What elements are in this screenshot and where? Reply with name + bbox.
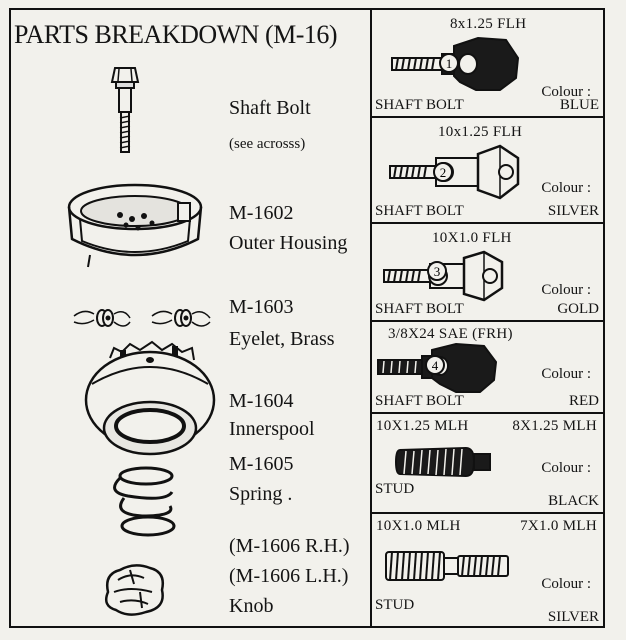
number-badge-3: 3 (427, 261, 447, 281)
variant-4-colour: RED (569, 393, 599, 409)
variant-3-type: SHAFT BOLT (375, 301, 464, 317)
variant-cell-6: 10X1.0 MLH 7X1.0 MLH Colour : STUD SILVE… (372, 514, 605, 628)
number-badge-1: 1 (439, 53, 459, 73)
svg-text:3: 3 (434, 264, 441, 279)
variant-6-spec-2: 7X1.0 MLH (520, 518, 597, 534)
page-title: PARTS BREAKDOWN (M-16) (14, 20, 338, 49)
variant-2-colour: SILVER (547, 203, 599, 219)
variant-3-colour: GOLD (557, 301, 599, 317)
knob-code-rh: (M-1606 R.H.) (229, 535, 350, 557)
variant-4-spec: 3/8X24 SAE (FRH) (388, 326, 513, 342)
shaft-bolt-1-icon (391, 36, 520, 91)
shaft-bolt-2-icon (389, 144, 520, 200)
eyelet-code: M-1603 (229, 296, 294, 318)
variant-cell-3: 10X1.0 FLH Colour : SHAFT BOLT GOLD (372, 224, 605, 322)
svg-text:4: 4 (432, 358, 439, 373)
knob-name: Knob (229, 595, 274, 617)
svg-text:2: 2 (440, 165, 447, 180)
variant-5-colour: BLACK (548, 493, 599, 509)
spring-illustration (113, 466, 176, 537)
variant-cell-1: 8x1.25 FLH Colour : SHAFT BOLT BLUE (372, 8, 605, 118)
variant-5-spec-2: 8X1.25 MLH (512, 418, 597, 434)
stud-black-icon (394, 446, 491, 478)
variant-6-spec: 10X1.0 MLH (376, 518, 461, 534)
variant-2-type: SHAFT BOLT (375, 203, 464, 219)
variant-1-colour: BLUE (559, 97, 599, 113)
shaft-bolt-note: (see acrosss) (229, 136, 306, 152)
variant-5-spec: 10X1.25 MLH (376, 418, 469, 434)
svg-text:1: 1 (446, 56, 453, 71)
innerspool-code: M-1604 (229, 390, 294, 412)
number-badge-4: 4 (425, 355, 445, 375)
variant-4-type: SHAFT BOLT (375, 393, 464, 409)
variant-6-type: STUD (375, 597, 415, 613)
variant-cell-2: 10x1.25 FLH Colour : SHAFT BOLT SILVER (372, 118, 605, 224)
innerspool-name: Innerspool (229, 418, 315, 440)
shaft-bolt-4-icon (377, 342, 498, 393)
outer-housing-name: Outer Housing (229, 232, 348, 254)
variant-6-colour: SILVER (547, 609, 599, 625)
variant-cell-5: 10X1.25 MLH 8X1.25 MLH Colour : STUD BLA… (372, 414, 605, 514)
variant-1-type: SHAFT BOLT (375, 97, 464, 113)
variant-5-type: STUD (375, 481, 415, 497)
variant-4-colour-label: Colour : (541, 366, 591, 382)
shaft-bolt-name: Shaft Bolt (229, 97, 311, 119)
variant-1-spec: 8x1.25 FLH (450, 16, 527, 32)
knob-code-lh: (M-1606 L.H.) (229, 565, 349, 587)
outer-housing-code: M-1602 (229, 202, 294, 224)
variant-3-colour-label: Colour : (541, 282, 591, 298)
variant-1-colour-label: Colour : (541, 84, 591, 100)
outer-housing-illustration (67, 183, 203, 268)
number-badge-2: 2 (433, 162, 453, 182)
innerspool-illustration (84, 340, 216, 456)
eyelet-illustration (73, 309, 211, 327)
stud-silver-icon (385, 551, 509, 581)
shaft-bolt-3-icon (383, 250, 504, 302)
outer-frame (9, 8, 605, 628)
variant-6-colour-label: Colour : (541, 576, 591, 592)
eyelet-name: Eyelet, Brass (229, 328, 335, 350)
spring-name: Spring . (229, 483, 293, 505)
variant-3-spec: 10X1.0 FLH (432, 230, 512, 246)
variant-2-spec: 10x1.25 FLH (438, 124, 523, 140)
spring-code: M-1605 (229, 453, 294, 475)
variant-2-colour-label: Colour : (541, 180, 591, 196)
knob-illustration (105, 564, 164, 616)
variant-cell-4: 3/8X24 SAE (FRH) Colour : SHAFT BOLT RED (372, 322, 605, 414)
variant-5-colour-label: Colour : (541, 460, 591, 476)
shaft-bolt-illustration (110, 67, 140, 153)
column-divider (370, 8, 372, 628)
